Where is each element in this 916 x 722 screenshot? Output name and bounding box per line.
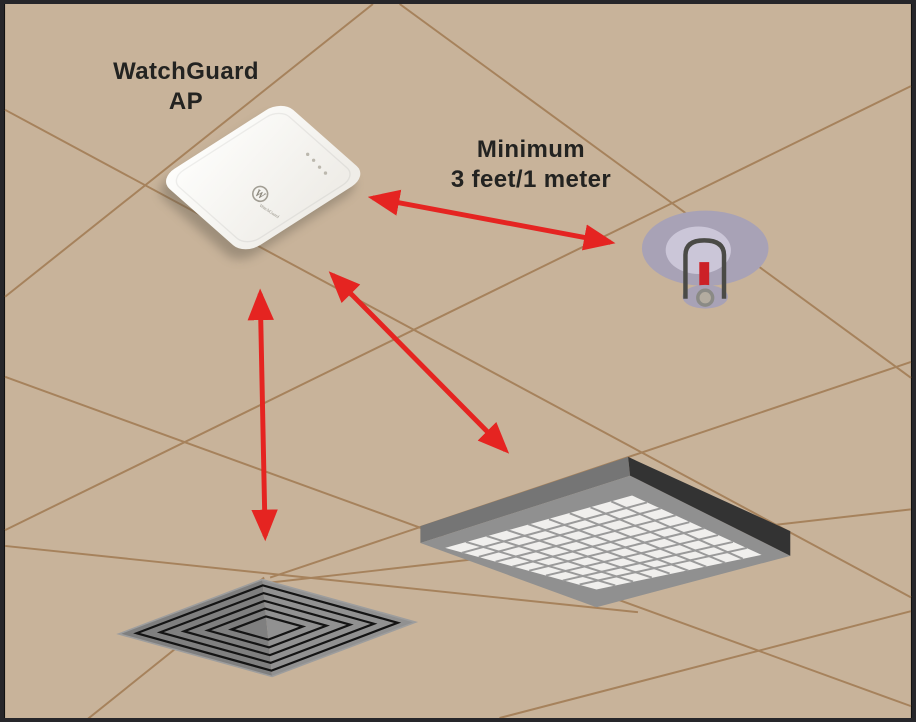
ceiling-grid-line (399, 4, 912, 379)
ap-label-line1: WatchGuard (113, 58, 259, 85)
vent-rim (119, 580, 416, 677)
sprinkler-frame (683, 238, 727, 299)
arrow-ap-to-sprinkler (367, 189, 616, 251)
sprinkler-hub (696, 288, 715, 307)
ceiling-grid-line (499, 610, 912, 718)
clearance-label-line1: Minimum (476, 136, 586, 163)
arrow-ap-to-light-panel (328, 271, 510, 454)
light-panel (420, 456, 791, 608)
panel-grid (461, 500, 747, 587)
distance-arrows (247, 189, 616, 542)
ap-led (323, 171, 328, 175)
ap-led (306, 152, 310, 156)
sprinkler-bulb (699, 262, 710, 288)
ap-label: WatchGuard AP (72, 57, 300, 117)
vent-slat (184, 601, 350, 655)
clearance-label: Minimum 3 feet/1 meter (401, 135, 661, 195)
ap-leds (306, 152, 328, 175)
ap-led (311, 158, 316, 162)
vent-slat (232, 616, 303, 639)
ap-led (317, 165, 322, 169)
panel-side-left (420, 456, 631, 543)
vent-slat (208, 609, 327, 648)
arrow-ap-to-vent (247, 288, 278, 542)
diagram-canvas: W WatchGuard (4, 4, 912, 718)
vent-slat (137, 585, 398, 670)
ap-label-line2: AP (168, 88, 204, 115)
ap-body (166, 105, 361, 250)
air-vent (119, 580, 416, 677)
panel-lens (445, 495, 762, 590)
logo-circle (252, 185, 269, 203)
sprinkler-trim (665, 226, 731, 274)
panel-side-right (628, 456, 791, 556)
clearance-label-line2: 3 feet/1 meter (450, 166, 612, 193)
vent-slat (160, 593, 374, 663)
ceiling-grid-line (4, 4, 374, 298)
ap-bevel (170, 108, 357, 246)
ceiling-grid-line (4, 544, 639, 614)
ap-device: W WatchGuard (152, 100, 368, 265)
fire-sprinkler (641, 210, 769, 309)
